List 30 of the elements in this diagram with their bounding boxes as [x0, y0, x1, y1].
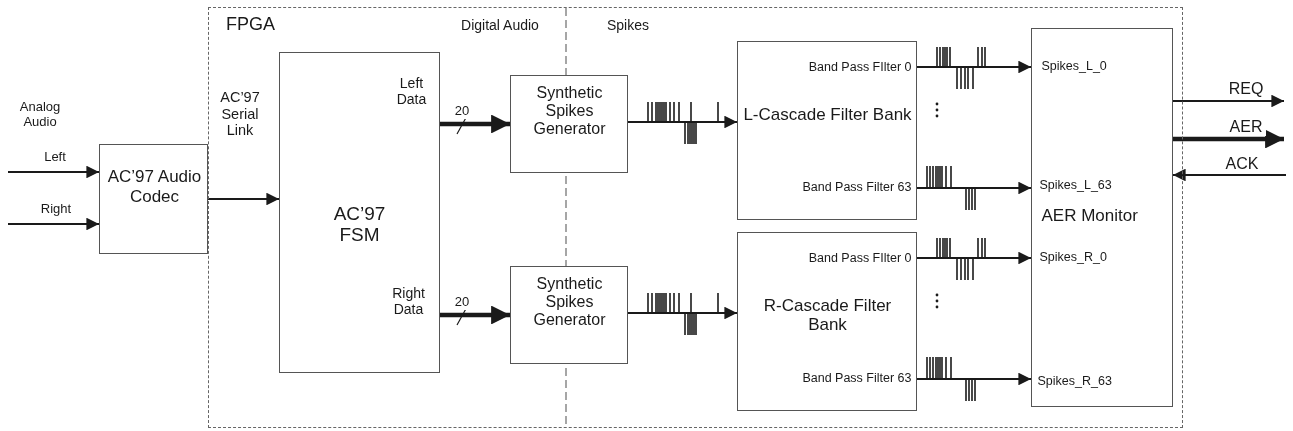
block-title: R-Cascade Filter Bank [762, 295, 893, 335]
block [509, 74, 628, 173]
fpga-boundary [208, 7, 1183, 428]
port-label: Left Data [395, 74, 428, 107]
port-label: Spikes_L_0 [1041, 58, 1108, 73]
block [509, 265, 628, 364]
port-label: Spikes_R_63 [1037, 373, 1113, 388]
annotation-label: Digital Audio [460, 17, 540, 34]
channel-label: Band Pass FIlter 0 [807, 250, 912, 265]
block [278, 51, 440, 373]
edge-label: AER [1226, 118, 1266, 137]
block-title: Synthetic Spikes Generator [532, 274, 607, 330]
channel-label: Band Pass FIlter 0 [807, 59, 912, 74]
port-label: Spikes_L_63 [1039, 177, 1113, 192]
block [1030, 27, 1173, 407]
block-title: L-Cascade Filter Bank [742, 104, 913, 125]
block [736, 40, 917, 220]
annotation-label: Spikes [606, 17, 650, 34]
group-title: FPGA [226, 14, 276, 35]
channel-label: Band Pass Filter 63 [801, 370, 912, 385]
block-title: Synthetic Spikes Generator [532, 83, 607, 139]
annotation-label: Analog Audio [18, 100, 62, 130]
block [736, 231, 917, 411]
block-title: AC’97 FSM [332, 202, 387, 247]
block-title: AER Monitor [1041, 205, 1139, 226]
channel-label: Band Pass Filter 63 [801, 179, 912, 194]
block-title: AC’97 Audio Codec [106, 167, 203, 207]
block [99, 144, 208, 254]
port-label: Right Data [391, 284, 426, 317]
port-label: Spikes_R_0 [1039, 249, 1108, 264]
